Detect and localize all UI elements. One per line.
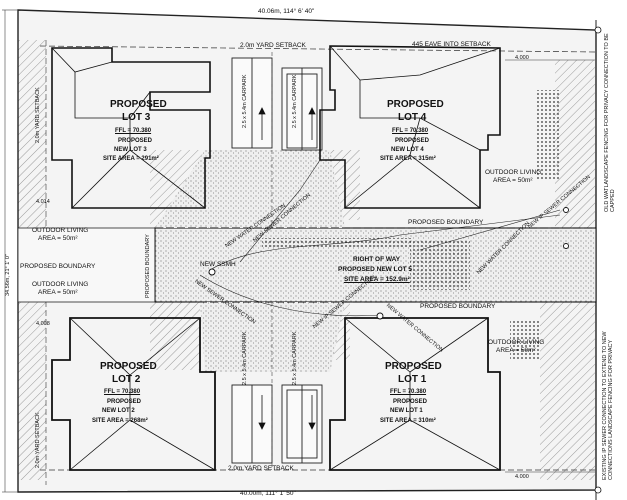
lot2-proposed: PROPOSED	[100, 361, 157, 372]
water-marker	[376, 312, 384, 320]
right-hatch-lower	[540, 300, 595, 480]
outdoor-living-mid-left-a-area: AREA = 50m²	[38, 235, 78, 242]
lot4-name: LOT 4	[398, 112, 427, 123]
lot3-building	[51, 47, 211, 209]
lot2-new-lot: NEW LOT 2	[102, 408, 135, 414]
lot3-area: SITE AREA = 291m²	[103, 156, 159, 162]
lot2-building	[51, 317, 216, 471]
carpark-label-1: 2.5 x 5.4m CARPARK	[242, 74, 248, 128]
right-of-way-area: SITE AREA = 152.9m²	[344, 276, 410, 283]
ssmh-marker	[208, 268, 216, 276]
proposed-boundary-left-label: PROPOSED BOUNDARY	[20, 263, 96, 270]
lot3-new-lot: NEW LOT 3	[114, 147, 147, 153]
planting-row-b	[410, 240, 470, 290]
sewer-marker-right	[563, 207, 569, 213]
lot4-area: SITE AREA = 315m²	[380, 156, 436, 162]
carpark-bays-bottom	[231, 384, 323, 464]
lot1-area: SITE AREA = 310m²	[380, 418, 436, 424]
lot2-area: SITE AREA = 268m²	[92, 418, 148, 424]
proposed-boundary-upper-label: PROPOSED BOUNDARY	[408, 219, 484, 226]
yard-setback-bottom: 2.0m YARD SETBACK	[228, 465, 294, 472]
lot4-proposed-label: PROPOSED	[395, 138, 430, 144]
lot1-proposed-label: PROPOSED	[393, 399, 428, 405]
yard-setback-top-line	[39, 45, 597, 53]
proposed-boundary-lower-label: PROPOSED BOUNDARY	[420, 303, 496, 310]
right-note-bottom: EXISTING IP SEWER CONNECTION TO EXTEND T…	[602, 331, 615, 480]
left-boundary-dimension: 34.56m, 21° 1' 0"	[5, 254, 11, 296]
yard-setback-left-bottom: 2.0m YARD SETBACK	[35, 412, 41, 468]
carpark-bays-top	[231, 57, 323, 151]
carpark-arrows	[258, 107, 316, 430]
water-marker-right	[563, 243, 569, 249]
right-note-top: OLD WATLANDSCAPE FENCING FOR PRIVACY CON…	[604, 33, 617, 212]
yard-setback-left-top: 2.0m YARD SETBACK	[35, 87, 41, 143]
lot1-building	[329, 317, 501, 471]
top-boundary-dimension: 40.06m, 114° 6' 40"	[258, 8, 315, 15]
carpark-label-2: 2.5 x 5.4m CARPARK	[292, 74, 298, 128]
left-offset-bottom: 4.008	[36, 321, 50, 327]
right-offset-top: 4.000	[515, 55, 529, 61]
lot2-proposed-label: PROPOSED	[107, 399, 142, 405]
planting-top-right	[535, 90, 560, 180]
outdoor-living-bottom-right: OUTDOOR LIVING	[488, 339, 545, 346]
outdoor-living-top-right-area: AREA = 50m²	[493, 177, 533, 184]
proposed-boundary-left-vertical: PROPOSED BOUNDARY	[145, 234, 151, 298]
lot3-name: LOT 3	[122, 112, 151, 123]
right-of-way-subtitle: PROPOSED NEW LOT 5	[338, 266, 413, 273]
carpark-label-3: 2.5 x 5.4m CARPARK	[242, 331, 248, 385]
lot4-proposed: PROPOSED	[387, 99, 444, 110]
lot4-new-lot: NEW LOT 4	[391, 147, 424, 153]
yard-setback-top: 2.0m YARD SETBACK	[240, 42, 306, 49]
service-lines	[199, 159, 561, 316]
lot4-ffl: FFL = 70.380	[392, 128, 429, 134]
new-ssmh-label: NEW SSMH	[200, 261, 236, 268]
lot1-new-lot: NEW LOT 1	[390, 408, 423, 414]
left-hatch-lower	[18, 300, 46, 480]
mid-hatch-bot-left	[150, 300, 200, 370]
eave-setback: 445 EAVE INTO SETBACK	[412, 41, 491, 48]
lot3-proposed: PROPOSED	[110, 99, 167, 110]
lot4-building	[319, 45, 501, 209]
left-offset-top: 4.014	[36, 199, 50, 205]
lot2-name: LOT 2	[112, 374, 141, 385]
left-hatch-upper	[18, 40, 46, 230]
right-offset-bottom: 4.000	[515, 474, 529, 480]
right-of-way-title: RIGHT OF WAY	[353, 256, 401, 263]
lot1-name: LOT 1	[398, 374, 427, 385]
lot1-ffl: FFL = 70.380	[390, 389, 427, 395]
lot2-ffl: FFL = 70.380	[104, 389, 141, 395]
outdoor-living-mid-left-a: OUTDOOR LIVING	[32, 227, 89, 234]
lot3-ffl: FFL = 70.380	[115, 128, 152, 134]
outdoor-living-mid-left-b: OUTDOOR LIVING	[32, 281, 89, 288]
outdoor-living-top-right: OUTDOOR LIVING	[485, 169, 542, 176]
outdoor-living-mid-left-b-area: AREA = 50m²	[38, 289, 78, 296]
planting-bottom-right	[510, 320, 540, 360]
lot3-proposed-label: PROPOSED	[118, 138, 153, 144]
lot1-proposed: PROPOSED	[385, 361, 442, 372]
driveway-bottom	[200, 302, 345, 372]
planting-row-a	[262, 238, 412, 248]
outdoor-living-bottom-right-area: AREA = 50m²	[496, 347, 536, 354]
bottom-boundary-dimension: 40.00m, 111° 1' 50"	[240, 490, 296, 497]
right-hatch-upper	[555, 60, 595, 230]
carpark-label-4: 2.5 x 5.4m CARPARK	[292, 331, 298, 385]
